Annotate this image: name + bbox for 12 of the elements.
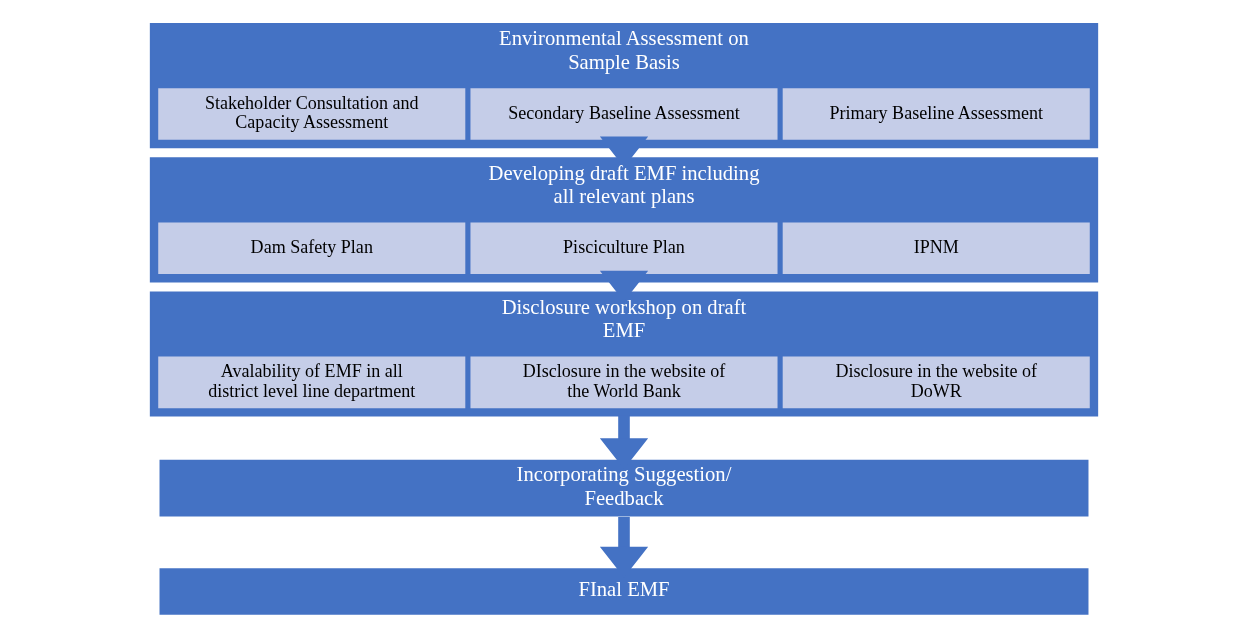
node-box: Pisciculture Plan <box>470 222 778 274</box>
node-box: Avalability of EMF in all district level line department <box>158 356 466 409</box>
node-box: FInal EMF <box>159 568 1089 615</box>
node-box: IPNM <box>782 222 1090 274</box>
node-box: Primary Baseline Assessment <box>782 88 1090 140</box>
arrow <box>599 136 649 168</box>
node-box: Disclosure in the website of DoWR <box>782 356 1090 409</box>
node-box: DIsclosure in the website of the World Bank <box>470 356 778 409</box>
node-box: Incorporating Suggestion/ Feedback <box>159 459 1089 517</box>
node-box: Stakeholder Consultation and Capacity Assessment <box>158 88 466 140</box>
node-box: Dam Safety Plan <box>158 222 466 274</box>
node-box: Secondary Baseline Assessment <box>470 88 778 140</box>
